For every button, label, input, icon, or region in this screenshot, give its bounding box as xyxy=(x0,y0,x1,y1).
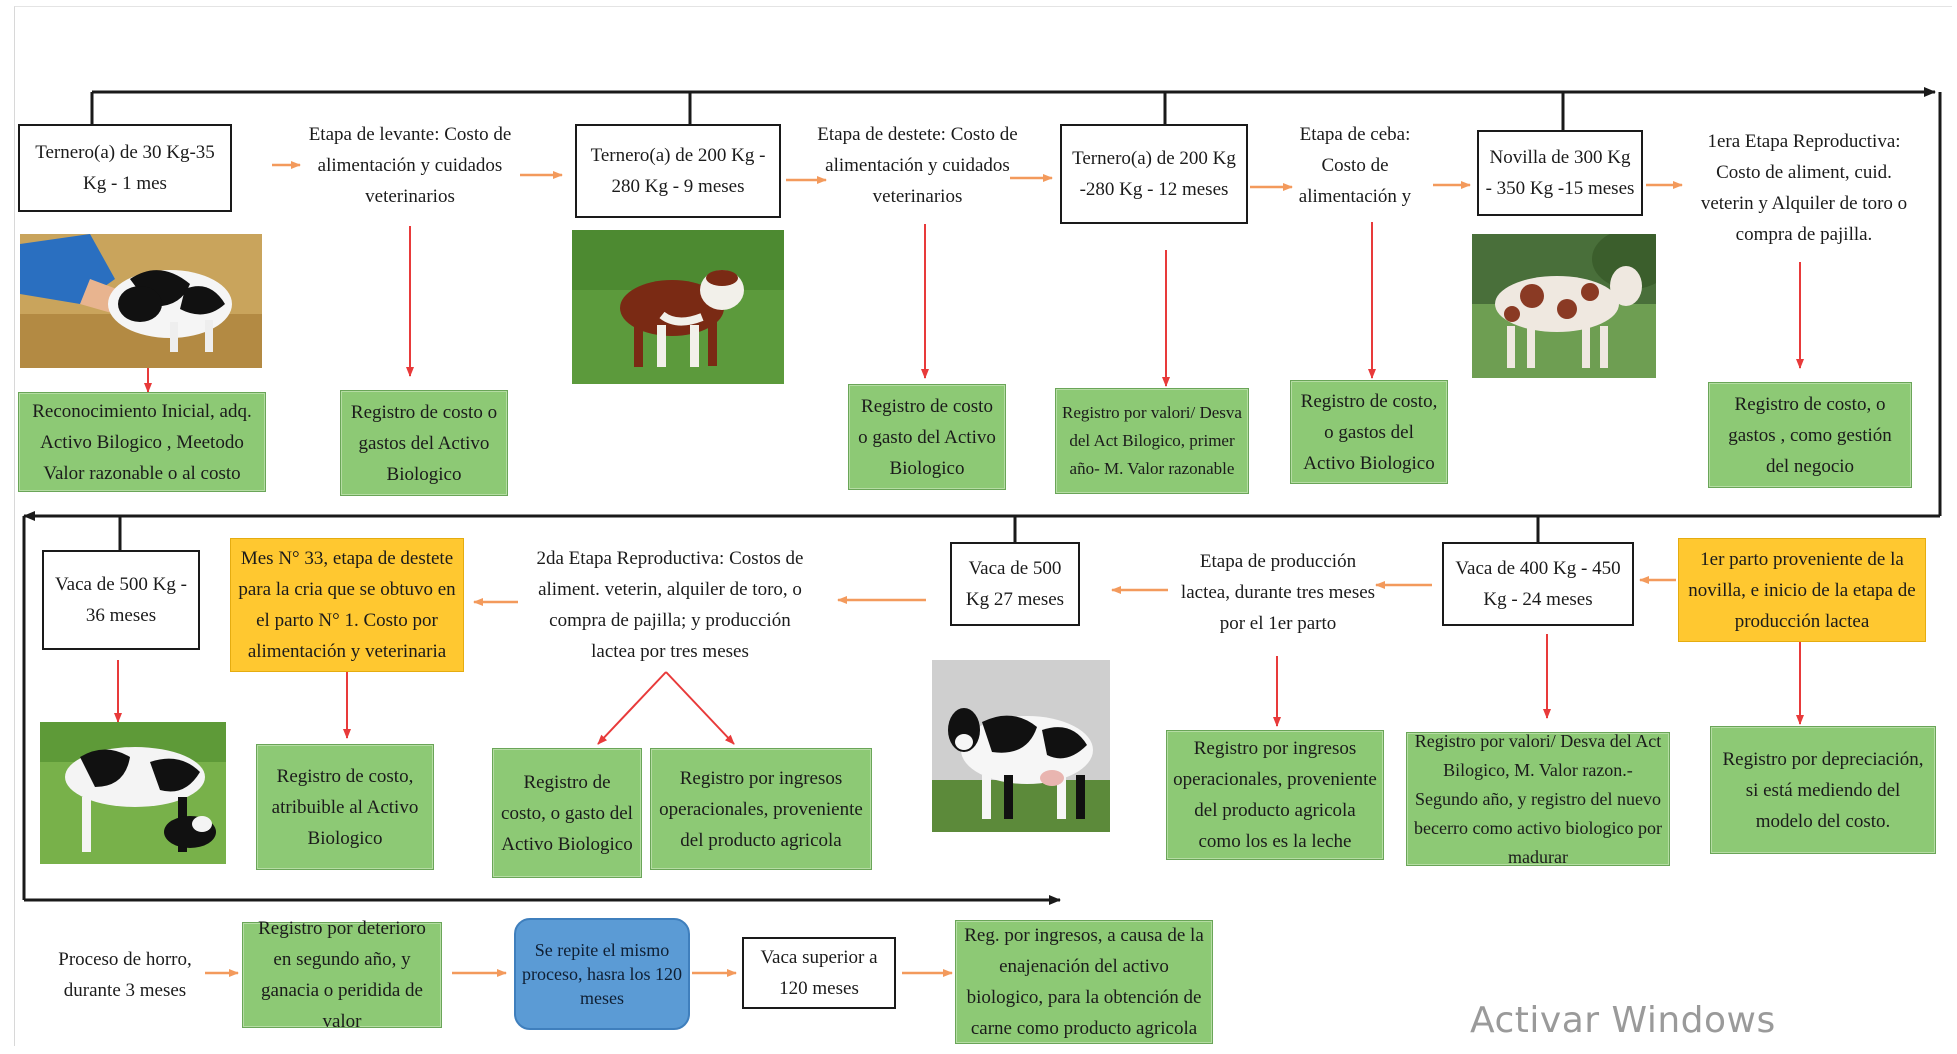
record-milk-income: Registro por ingresos operacionales, pro… xyxy=(1166,730,1384,860)
record-initial-recognition: Reconocimiento Inicial, adq. Activo Bilo… xyxy=(18,392,266,492)
record-second-repro-income: Registro por ingresos operacionales, pro… xyxy=(650,748,872,870)
record-depreciation: Registro por depreciación, si está medie… xyxy=(1710,726,1936,854)
record-destete-costs: Registro de costo o gasto del Activo Bio… xyxy=(848,384,1006,490)
record-ceba-costs: Registro de costo, o gastos del Activo B… xyxy=(1290,380,1448,484)
stage-heifer-15-months: Novilla de 300 Kg - 350 Kg -15 meses xyxy=(1477,130,1643,216)
diagram-frame xyxy=(14,6,1952,1046)
heifer-photo xyxy=(1472,234,1656,378)
stage-cow-over-120-months: Vaca superior a 120 meses xyxy=(742,937,896,1009)
process-dry-period: Proceso de horro, durante 3 meses xyxy=(58,949,192,1001)
stage-calf-9-months: Ternero(a) de 200 Kg - 280 Kg - 9 meses xyxy=(575,124,781,218)
stage-calf-1-month: Ternero(a) de 30 Kg-35 Kg - 1 mes xyxy=(18,124,232,212)
stage-cow-24-months: Vaca de 400 Kg - 450 Kg - 24 meses xyxy=(1442,542,1634,626)
process-second-reproductive: 2da Etapa Reproductiva: Costos de alimen… xyxy=(536,548,804,662)
windows-activation-watermark: Activar Windows xyxy=(1470,1000,1776,1041)
record-sale-income: Reg. por ingresos, a causa de la enajena… xyxy=(955,920,1213,1044)
stage-first-birth: 1er parto proveniente de la novilla, e i… xyxy=(1678,538,1926,642)
process-ceba: Etapa de ceba: Costo de alimentación y xyxy=(1298,123,1412,207)
record-second-year-valuation: Registro por valori/ Desva del Act Bilog… xyxy=(1406,731,1670,867)
stage-calf-12-months: Ternero(a) de 200 Kg -280 Kg - 12 meses xyxy=(1060,124,1248,224)
process-levante: Etapa de levante: Costo de alimentación … xyxy=(308,123,512,207)
record-weaning-costs: Registro de costo, atribuible al Activo … xyxy=(256,744,434,870)
brown-white-calf-photo xyxy=(572,230,784,384)
holstein-cow-photo xyxy=(932,660,1110,832)
process-first-reproductive: 1era Etapa Reproductiva: Costo de alimen… xyxy=(1700,131,1908,245)
record-second-repro-costs: Registro de costo, o gasto del Activo Bi… xyxy=(492,748,642,878)
record-impairment: Registro por deterioro en segundo año, y… xyxy=(242,918,442,1032)
record-levante-costs: Registro de costo o gastos del Activo Bi… xyxy=(340,390,508,496)
process-destete: Etapa de destete: Costo de alimentación … xyxy=(817,123,1018,207)
calf-being-held-photo xyxy=(20,234,262,368)
record-first-year-valuation: Registro por valori/ Desva del Act Bilog… xyxy=(1055,388,1249,494)
stage-cow-36-months: Vaca de 500 Kg - 36 meses xyxy=(42,550,200,650)
record-management-costs: Registro de costo, o gastos , como gesti… xyxy=(1708,382,1912,488)
process-milk-production: Etapa de producción lactea, durante tres… xyxy=(1180,550,1376,634)
cow-with-calf-photo xyxy=(40,722,226,864)
stage-month-33-weaning: Mes N° 33, etapa de destete para la cria… xyxy=(230,538,464,672)
stage-cow-27-months: Vaca de 500 Kg 27 meses xyxy=(950,542,1080,626)
repeat-process-box: Se repite el mismo proceso, hasra los 12… xyxy=(514,918,690,1030)
